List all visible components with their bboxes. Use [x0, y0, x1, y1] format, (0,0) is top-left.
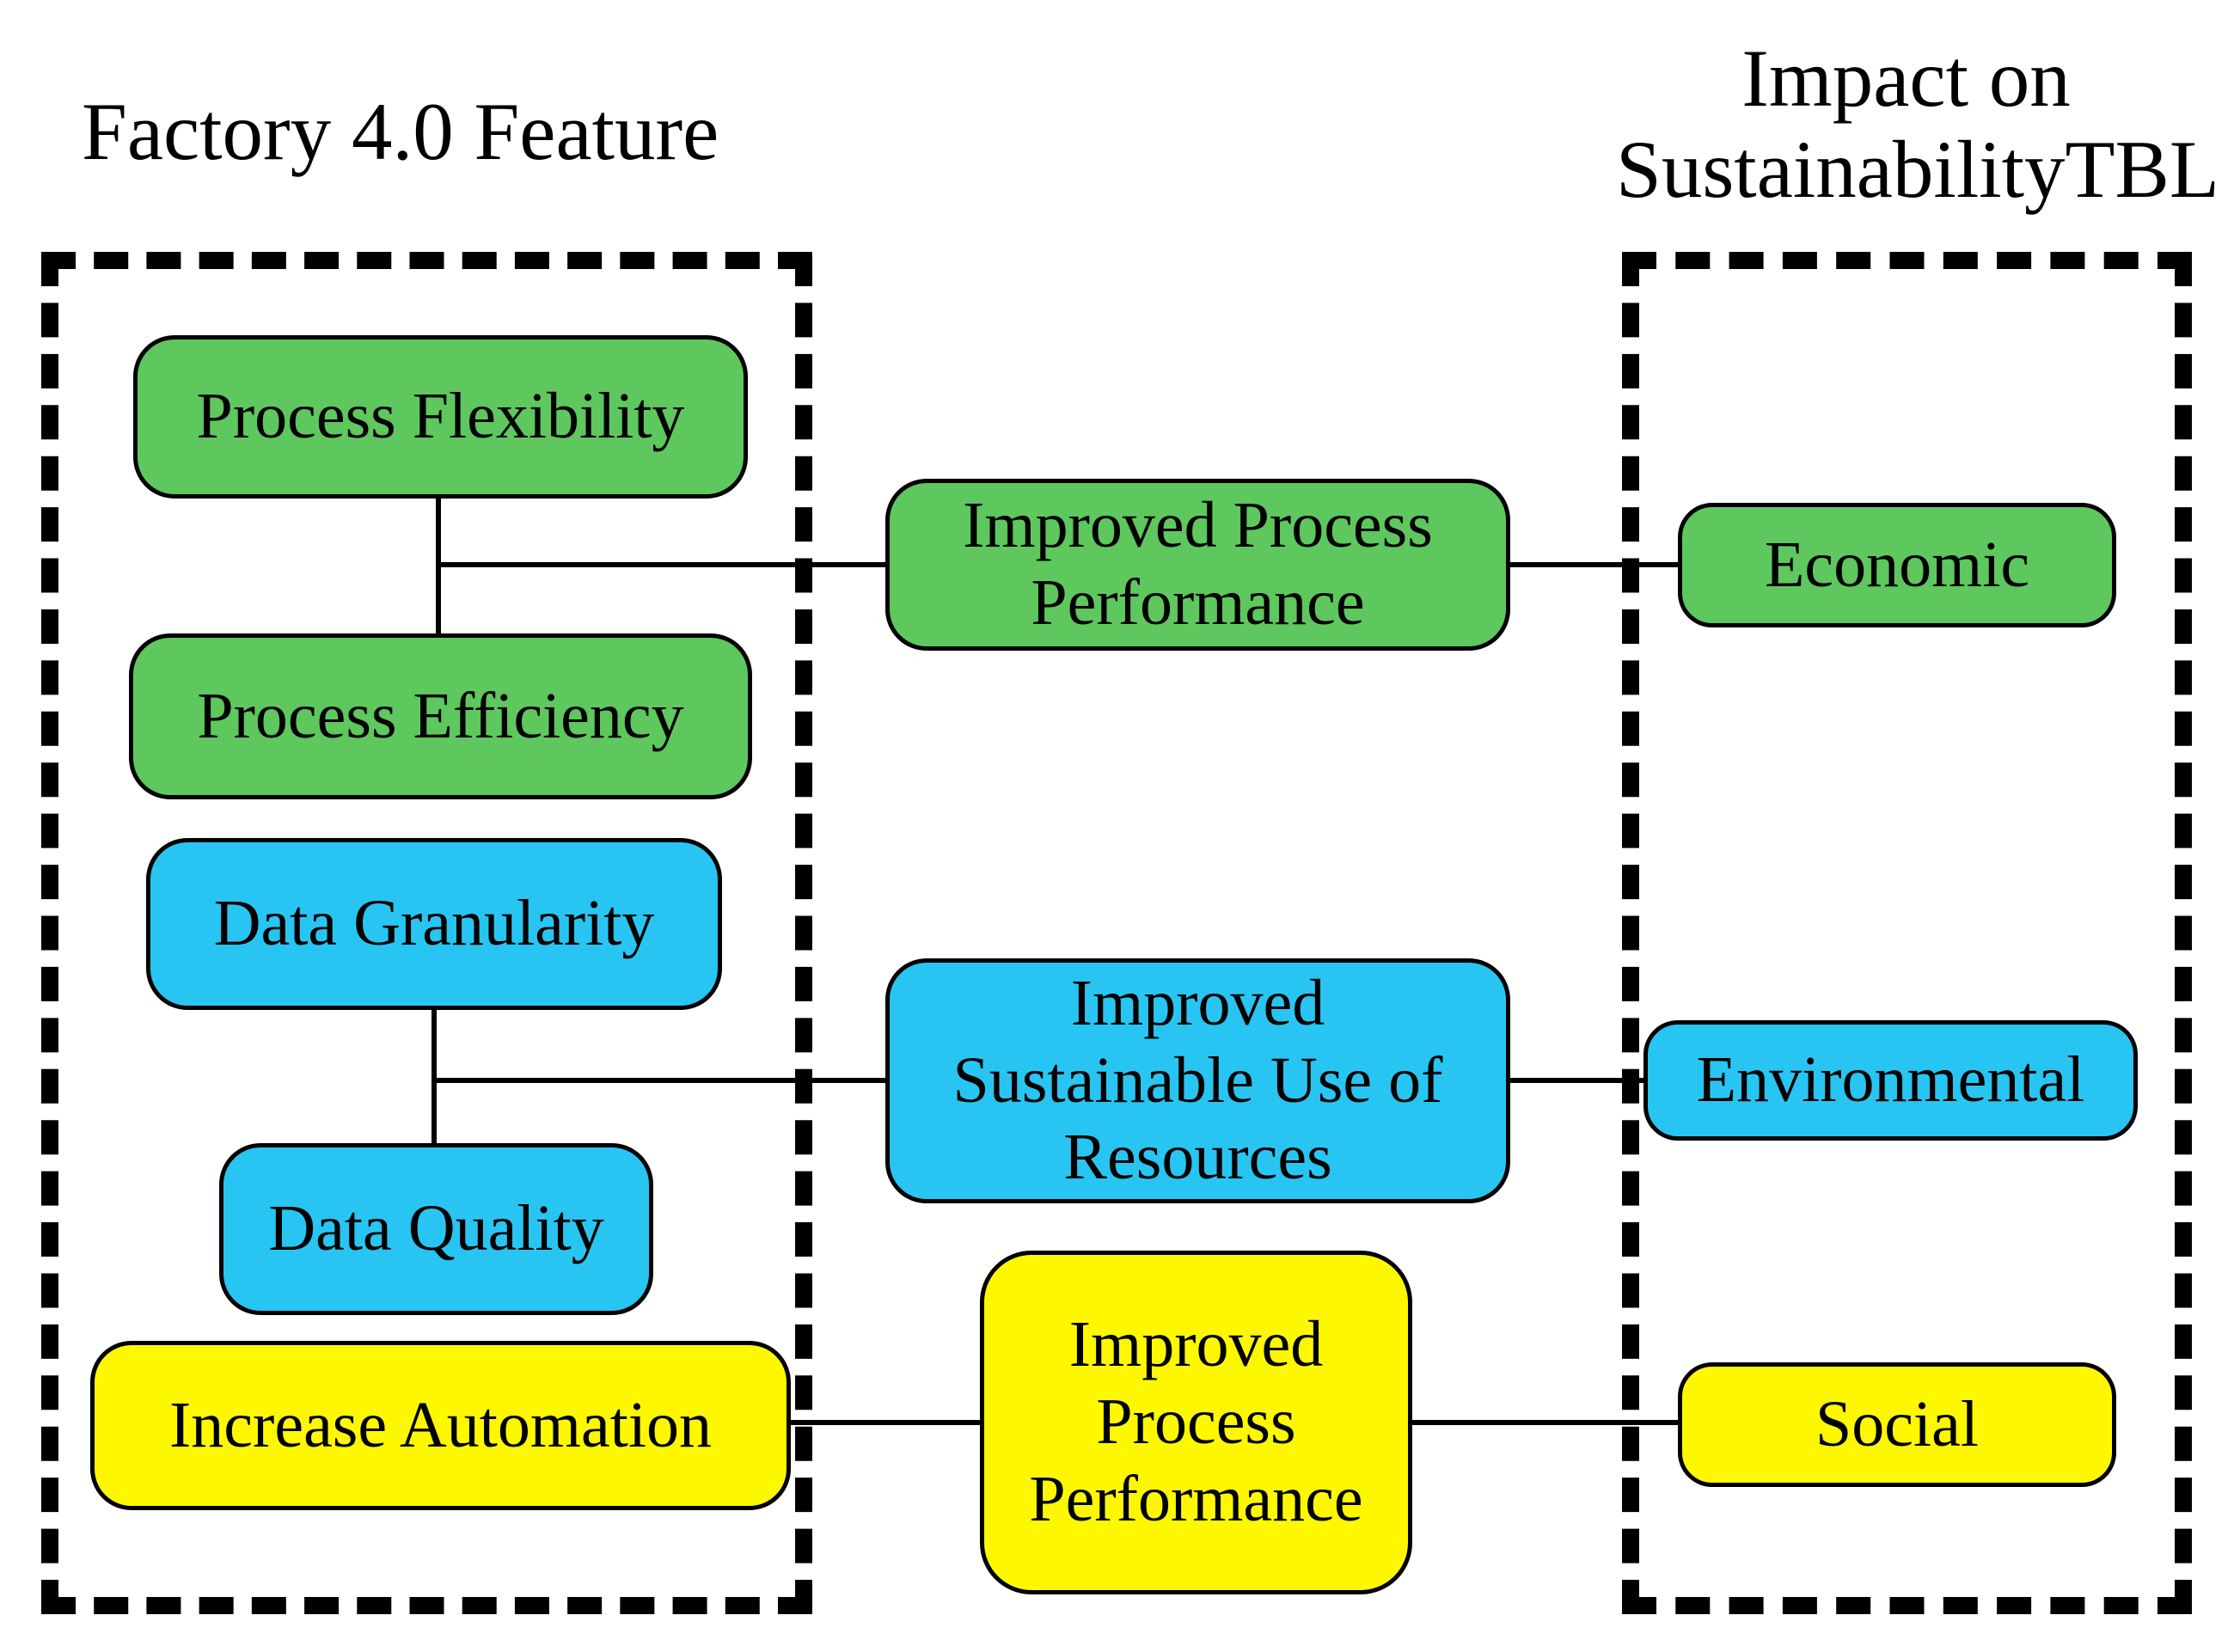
node-process-efficiency: Process Efficiency — [129, 633, 752, 799]
node-improved-process-performance-economic: Improved Process Performance — [885, 479, 1510, 651]
node-label-line: Process — [1096, 1386, 1296, 1459]
node-data-granularity: Data Granularity — [146, 838, 722, 1010]
left-column-title: Factory 4.0 Feature — [82, 86, 719, 177]
right-column-title-line1: Impact on — [1741, 33, 2071, 124]
node-label-line: Resources — [1063, 1121, 1332, 1194]
node-increase-automation: Increase Automation — [90, 1341, 791, 1510]
right-column-title-line2: SustainabilityTBL — [1616, 124, 2219, 216]
factory-features-group-border — [41, 252, 812, 1614]
node-social: Social — [1678, 1362, 2116, 1487]
node-label: Process Efficiency — [197, 679, 684, 752]
node-label: Data Quality — [268, 1192, 604, 1265]
connector-sustainable-use-to-environmental — [1510, 1078, 1643, 1083]
connector-process-group-to-improved-performance — [438, 562, 885, 567]
node-label: Economic — [1764, 528, 2030, 601]
node-label-line: Improved — [1070, 967, 1325, 1039]
connector-granularity-quality — [431, 1010, 437, 1143]
connector-data-group-to-sustainable-use — [434, 1078, 885, 1083]
node-label: Increase Automation — [168, 1388, 712, 1461]
node-economic: Economic — [1678, 503, 2116, 627]
node-environmental: Environmental — [1643, 1020, 2138, 1141]
node-label-line: Sustainable Use of — [952, 1043, 1443, 1117]
node-data-quality: Data Quality — [219, 1143, 653, 1315]
node-label-line: Improved — [1068, 1308, 1324, 1381]
connector-automation-to-improved-performance — [789, 1420, 982, 1425]
right-column-title: Impact on SustainabilityTBL — [1616, 33, 2219, 216]
node-label: Process Flexibility — [196, 380, 685, 453]
node-improved-process-performance-social: Improved Process Performance — [980, 1251, 1412, 1594]
node-label: Data Granularity — [213, 887, 655, 960]
node-label-line: Performance — [1031, 566, 1365, 639]
sustainability-impact-group-border — [1622, 252, 2192, 1614]
node-label-line: Performance — [1029, 1462, 1363, 1535]
connector-improved-performance-to-economic — [1510, 562, 1678, 567]
node-label: Environmental — [1696, 1043, 2085, 1117]
connector-improved-performance-to-social — [1412, 1420, 1678, 1425]
node-label-line: Improved Process — [963, 489, 1433, 562]
node-improved-sustainable-use-of-resources: Improved Sustainable Use of Resources — [885, 958, 1510, 1203]
left-column-title-text: Factory 4.0 Feature — [82, 86, 719, 177]
node-process-flexibility: Process Flexibility — [133, 335, 748, 499]
node-label: Social — [1815, 1387, 1979, 1460]
